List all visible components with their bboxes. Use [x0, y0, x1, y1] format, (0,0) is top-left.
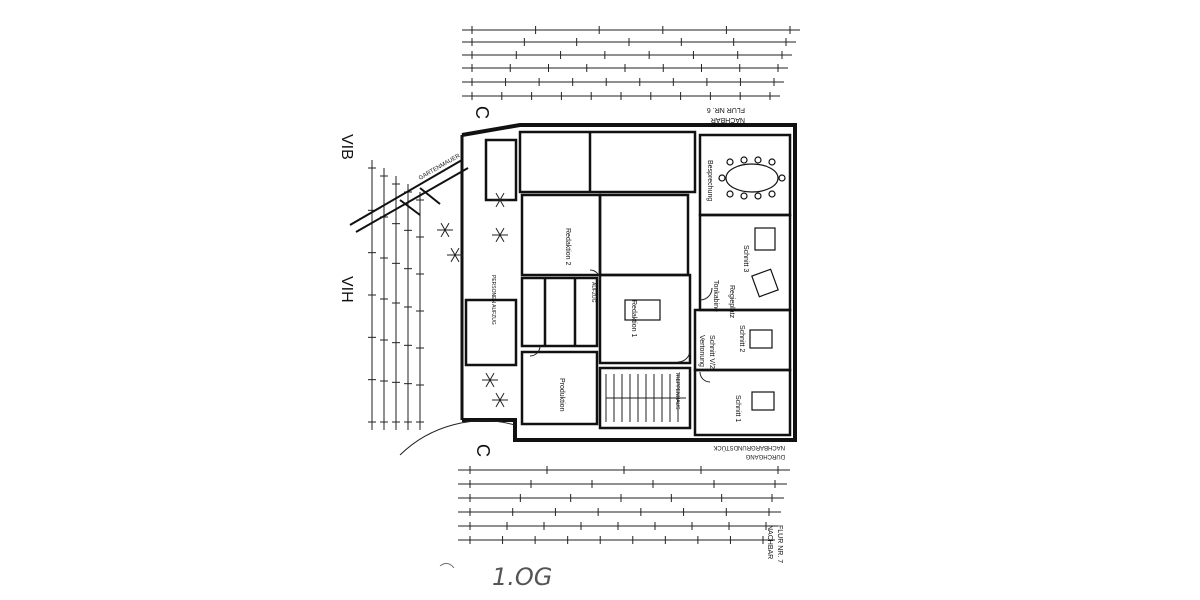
plant-leaf: [440, 222, 446, 231]
room-walls: [464, 130, 792, 437]
axis-mark-vib: VIB: [338, 134, 355, 160]
section-mark-top: C: [472, 106, 492, 119]
plant-leaf: [450, 254, 456, 263]
plant-leaf: [495, 199, 501, 208]
room-schnitt-va: Schnitt V/2: [708, 335, 715, 369]
room-schnitt3: Schnitt 3: [742, 245, 749, 272]
plant-leaf: [499, 234, 505, 243]
bottom-dimension-chain: [458, 466, 790, 544]
plant-leaf: [440, 229, 446, 238]
passage-label: DURCHGANG: [745, 453, 785, 459]
plant-leaf: [485, 372, 491, 381]
plant-leaf: [444, 222, 450, 231]
left-dimension-chain: [368, 160, 424, 430]
room-redaktion1: Redaktion 1: [630, 300, 637, 337]
conference-table: [718, 156, 786, 200]
floor-label-tick: [439, 562, 455, 569]
passage-sublabel: NACHBARGRUNDSTÜCK: [713, 444, 785, 451]
plant-leaf: [495, 399, 501, 408]
garden-wall: [349, 159, 469, 233]
plant-leaf: [454, 247, 460, 256]
plant-leaf: [450, 247, 456, 256]
building-outline: [460, 123, 797, 442]
room-aufzug: AUFZUG: [590, 282, 596, 303]
room-vertonung: Vertonung: [698, 335, 705, 367]
door-swings: [399, 269, 713, 456]
plant-leaf: [444, 229, 450, 238]
plant-leaf: [499, 192, 505, 201]
plants: [437, 192, 508, 408]
room-personenaufzug: PERSONEN AUFZUG: [490, 275, 496, 325]
plant-leaf: [499, 199, 505, 208]
neighbor-top-line2: FLUR NR. 6: [707, 106, 745, 113]
desks: [624, 227, 779, 411]
neighbor-bottom-line1: NACHBAR: [766, 525, 773, 559]
plant-leaf: [489, 379, 495, 388]
plant-leaf: [495, 234, 501, 243]
room-regieplatz: Regieplatz: [728, 285, 735, 319]
section-mark-bottom: C: [473, 444, 493, 457]
room-produktion: Produktion: [558, 378, 565, 412]
plant-leaf: [495, 192, 501, 201]
neighbor-bottom-line2: FLUR NR. 7: [776, 525, 783, 563]
plant-leaf: [499, 392, 505, 401]
axis-mark-vih: VIH: [338, 276, 355, 303]
plant-leaf: [495, 227, 501, 236]
room-treppenhaus: TREPPENHAUS: [674, 372, 680, 410]
garden-wall-label: GARTENMAUER: [418, 153, 462, 182]
plant-leaf: [485, 379, 491, 388]
room-tonkabine: Tonkabine: [712, 280, 719, 312]
room-labels: Besprechung Schnitt 3 Tonkabine Regiepla…: [490, 160, 749, 422]
neighbor-top-line1: NACHBAR: [711, 116, 745, 123]
staircase: [605, 374, 686, 422]
floor-label: 1.OG: [492, 563, 552, 591]
room-schnitt1: Schnitt 1: [734, 395, 741, 422]
plant-leaf: [454, 254, 460, 263]
room-besprechung: Besprechung: [706, 160, 713, 201]
plant-leaf: [499, 227, 505, 236]
top-dimension-chain: [462, 26, 800, 100]
room-redaktion2: Redaktion 2: [564, 228, 571, 265]
plant-leaf: [495, 392, 501, 401]
plant-leaf: [489, 372, 495, 381]
room-schnitt2: Schnitt 2: [738, 325, 745, 352]
plant-leaf: [499, 399, 505, 408]
